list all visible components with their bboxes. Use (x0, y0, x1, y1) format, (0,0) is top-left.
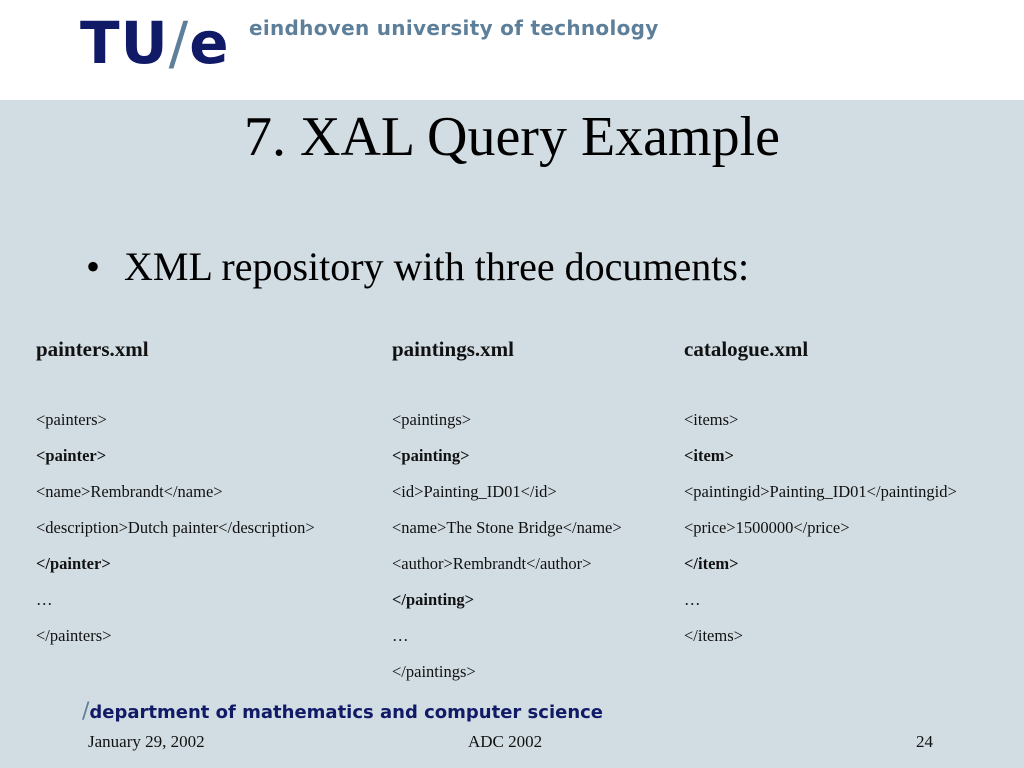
code-line: <author>Rembrandt</author> (392, 554, 592, 573)
dept-slash: / (82, 699, 90, 724)
column-paintings: paintings.xml <paintings> <painting> <id… (392, 334, 622, 690)
department-footer: /department of mathematics and computer … (82, 699, 603, 724)
code-line: <name>The Stone Bridge</name> (392, 518, 622, 537)
code-line: </item> (684, 554, 739, 573)
bullet-point: • XML repository with three documents: (86, 240, 749, 294)
code-line: <id>Painting_ID01</id> (392, 482, 557, 501)
code-line: </paintings> (392, 662, 476, 681)
code-line: </painters> (36, 626, 112, 645)
code-line: <name>Rembrandt</name> (36, 482, 223, 501)
slide-title: 7. XAL Query Example (244, 106, 780, 168)
logo-e-text: e (189, 9, 230, 77)
code-line: </painter> (36, 554, 111, 573)
code-line: <price>1500000</price> (684, 518, 850, 537)
column-catalogue: catalogue.xml <items> <item> <paintingid… (684, 334, 957, 654)
code-line: <items> (684, 410, 739, 429)
code-line: </items> (684, 626, 743, 645)
code-line: … (684, 590, 701, 609)
code-line: <description>Dutch painter</description> (36, 518, 315, 537)
code-line: </painting> (392, 590, 475, 609)
university-name: eindhoven university of technology (249, 16, 659, 40)
code-line: … (36, 590, 53, 609)
code-line: <painting> (392, 446, 470, 465)
tue-logo: TU/e (80, 8, 230, 78)
column-heading: painters.xml (36, 337, 149, 361)
code-line: <paintings> (392, 410, 472, 429)
column-heading: paintings.xml (392, 337, 514, 361)
footer-conference: ADC 2002 (468, 732, 543, 751)
code-line: <item> (684, 446, 734, 465)
bullet-text: XML repository with three documents: (124, 244, 750, 289)
logo-tu-text: TU (80, 9, 169, 77)
logo-slash: / (168, 9, 190, 77)
page-number: 24 (916, 732, 933, 751)
code-line: <paintingid>Painting_ID01</paintingid> (684, 482, 957, 501)
header-bar: TU/e eindhoven university of technology (0, 0, 1024, 100)
code-line: … (392, 626, 409, 645)
department-name: department of mathematics and computer s… (89, 702, 604, 723)
code-line: <painter> (36, 446, 107, 465)
column-heading: catalogue.xml (684, 337, 809, 361)
column-painters: painters.xml <painters> <painter> <name>… (36, 334, 315, 654)
bullet-dot-icon: • (86, 244, 101, 289)
code-line: <painters> (36, 410, 107, 429)
footer-date: January 29, 2002 (88, 732, 205, 751)
